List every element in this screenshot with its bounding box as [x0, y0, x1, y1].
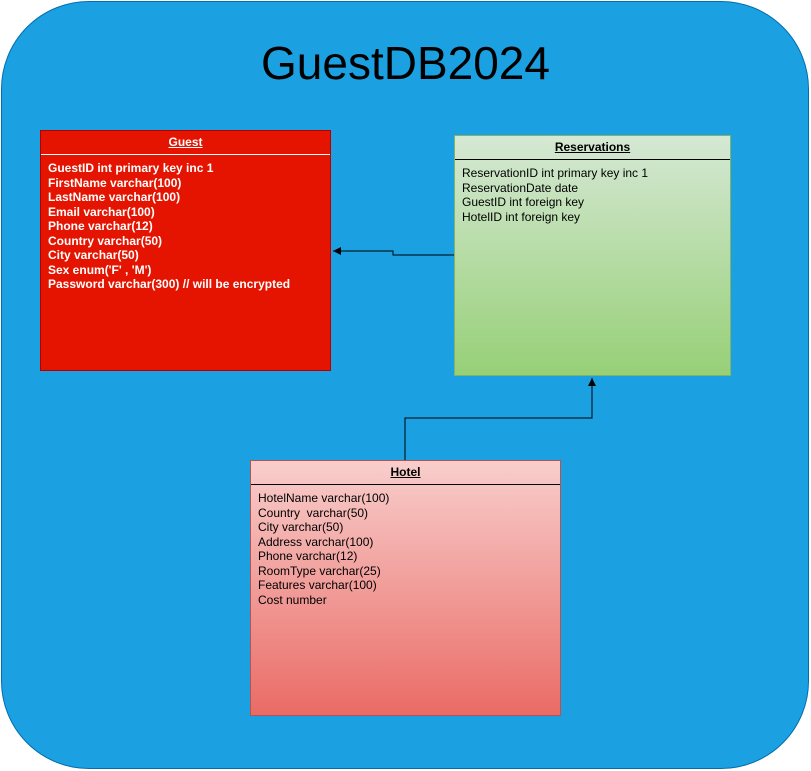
attribute-row: Features varchar(100) [258, 578, 377, 592]
connector-hotel-to-reservations [404, 378, 596, 460]
attribute-row: Sex enum('F' , 'M') [48, 262, 152, 277]
attribute-row: ReservationDate date [462, 180, 579, 195]
entity-reservations[interactable]: Reservations ReservationID int primary k… [454, 135, 731, 376]
attribute-row: Address varchar(100) [258, 534, 374, 549]
attribute-row: HotelID int foreign key [462, 209, 581, 224]
entity-reservations-name: Reservations [455, 136, 730, 160]
attribute-row: FirstName varchar(100) [48, 175, 182, 190]
attribute-row: LastName varchar(100) [48, 190, 181, 204]
entity-hotel-name: Hotel [251, 461, 560, 485]
attribute-row: Phone varchar(12) [258, 549, 358, 563]
entity-guest-attributes: GuestID int primary key inc 1 FirstName … [41, 155, 330, 298]
attribute-row: Email varchar(100) [48, 204, 155, 219]
connector-reservations-to-guest [333, 247, 454, 256]
attribute-row: Country varchar(50) [258, 505, 369, 520]
attribute-row: Cost number [258, 592, 327, 607]
attribute-row: GuestID int foreign key [462, 195, 585, 209]
entity-hotel[interactable]: Hotel HotelName varchar(100) Country var… [250, 460, 561, 716]
attribute-row: Phone varchar(12) [48, 219, 153, 233]
attribute-row: City varchar(50) [258, 520, 344, 534]
attribute-row: City varchar(50) [48, 248, 139, 262]
attribute-row: RoomType varchar(25) [258, 563, 381, 578]
attribute-row: ReservationID int primary key inc 1 [462, 166, 649, 180]
attribute-row: HotelName varchar(100) [258, 491, 390, 505]
attribute-row: GuestID int primary key inc 1 [48, 161, 214, 175]
entity-hotel-attributes: HotelName varchar(100) Country varchar(5… [251, 485, 560, 613]
entity-guest[interactable]: Guest GuestID int primary key inc 1 Firs… [40, 130, 331, 371]
entity-guest-name: Guest [41, 131, 330, 155]
entity-reservations-attributes: ReservationID int primary key inc 1 Rese… [455, 160, 730, 230]
attribute-row: Password varchar(300) // will be encrypt… [48, 277, 291, 291]
attribute-row: Country varchar(50) [48, 233, 163, 248]
diagram-title: GuestDB2024 [261, 37, 550, 89]
